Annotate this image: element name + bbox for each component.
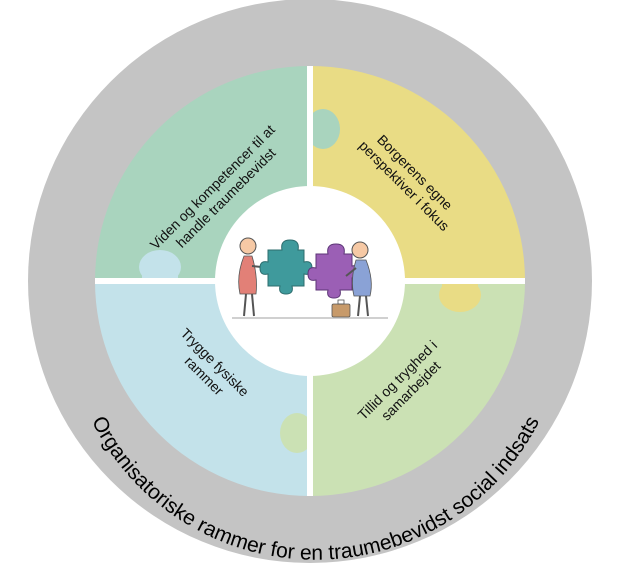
person-left-icon [238,237,273,317]
puzzle-knob-top [296,109,340,149]
puzzle-knob-bottom [280,413,324,453]
person-right-icon [345,241,372,317]
teal-puzzle-piece-icon [259,239,313,295]
quadrant-seams [95,66,525,496]
briefcase-icon [331,299,351,318]
purple-puzzle-piece-icon [307,243,361,299]
two-people-joining-puzzle-pieces-icon [232,237,388,319]
center-circle [215,186,405,376]
